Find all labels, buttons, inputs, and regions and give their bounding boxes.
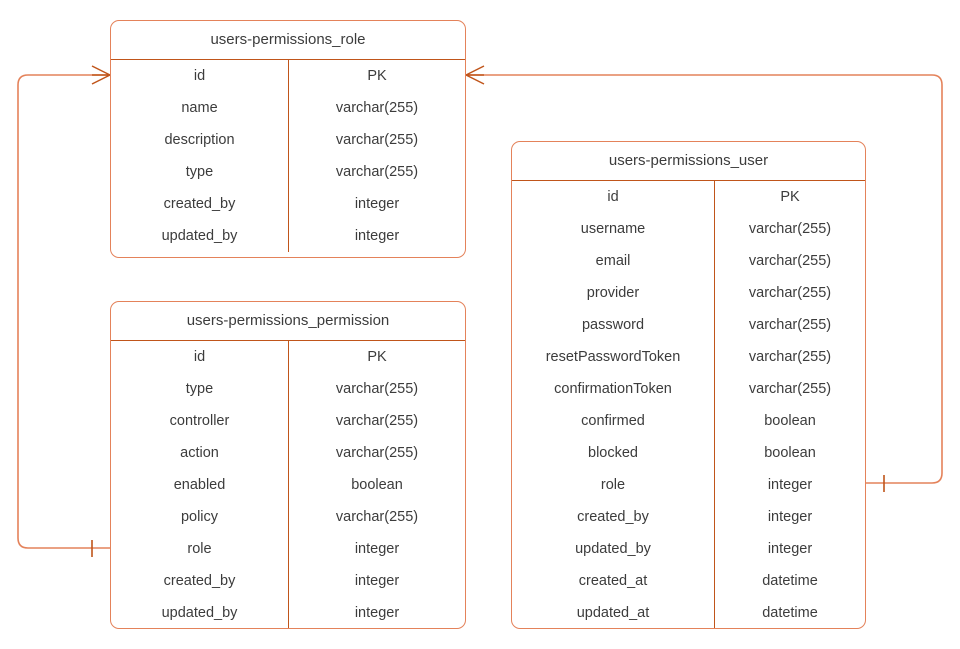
entity-row[interactable]: updated_by integer bbox=[111, 220, 465, 252]
entity-title-user: users-permissions_user bbox=[512, 142, 865, 181]
field-type: PK bbox=[367, 349, 387, 365]
entity-row[interactable]: id PK bbox=[111, 341, 465, 373]
field-name: updated_by bbox=[111, 597, 289, 628]
field-type: varchar(255) bbox=[748, 317, 832, 333]
entity-row[interactable]: role integer bbox=[111, 533, 465, 565]
entity-row[interactable]: created_at datetime bbox=[512, 565, 865, 597]
field-name: id bbox=[111, 341, 289, 373]
field-type: varchar(255) bbox=[335, 381, 419, 397]
field-name: name bbox=[111, 92, 289, 124]
entity-row[interactable]: password varchar(255) bbox=[512, 309, 865, 341]
field-name: updated_at bbox=[512, 597, 715, 628]
field-name: id bbox=[512, 181, 715, 213]
field-type: integer bbox=[354, 605, 400, 621]
field-type: varchar(255) bbox=[748, 285, 832, 301]
field-type: integer bbox=[354, 573, 400, 589]
field-type: integer bbox=[767, 541, 813, 557]
field-name: policy bbox=[111, 501, 289, 533]
field-name: created_by bbox=[111, 188, 289, 220]
field-type: integer bbox=[354, 541, 400, 557]
field-name: created_at bbox=[512, 565, 715, 597]
entity-row[interactable]: updated_by integer bbox=[512, 533, 865, 565]
field-name: password bbox=[512, 309, 715, 341]
field-name: controller bbox=[111, 405, 289, 437]
field-type: integer bbox=[767, 477, 813, 493]
field-type: integer bbox=[354, 228, 400, 244]
field-name: email bbox=[512, 245, 715, 277]
field-name: blocked bbox=[512, 437, 715, 469]
field-name: action bbox=[111, 437, 289, 469]
field-type: datetime bbox=[762, 605, 818, 621]
field-name: enabled bbox=[111, 469, 289, 501]
field-name: description bbox=[111, 124, 289, 156]
field-name: username bbox=[512, 213, 715, 245]
field-name: resetPasswordToken bbox=[512, 341, 715, 373]
entity-rows-user: id PK username varchar(255) email varchar(255… bbox=[512, 181, 865, 628]
field-type: varchar(255) bbox=[748, 253, 832, 269]
entity-row[interactable]: controller varchar(255) bbox=[111, 405, 465, 437]
field-type: varchar(255) bbox=[335, 164, 419, 180]
entity-row[interactable]: action varchar(255) bbox=[111, 437, 465, 469]
entity-row[interactable]: blocked boolean bbox=[512, 437, 865, 469]
entity-row[interactable]: provider varchar(255) bbox=[512, 277, 865, 309]
entity-row[interactable]: created_by integer bbox=[111, 188, 465, 220]
entity-row[interactable]: policy varchar(255) bbox=[111, 501, 465, 533]
field-type: boolean bbox=[764, 413, 816, 429]
field-name: confirmed bbox=[512, 405, 715, 437]
field-type: varchar(255) bbox=[335, 445, 419, 461]
field-type: PK bbox=[367, 68, 387, 84]
entity-row[interactable]: username varchar(255) bbox=[512, 213, 865, 245]
field-type: PK bbox=[780, 189, 800, 205]
field-name: updated_by bbox=[111, 220, 289, 252]
entity-title-permission: users-permissions_permission bbox=[111, 302, 465, 341]
entity-row[interactable]: description varchar(255) bbox=[111, 124, 465, 156]
entity-row[interactable]: id PK bbox=[512, 181, 865, 213]
field-type: varchar(255) bbox=[335, 413, 419, 429]
field-type: varchar(255) bbox=[335, 132, 419, 148]
field-type: varchar(255) bbox=[335, 100, 419, 116]
field-type: varchar(255) bbox=[335, 509, 419, 525]
entity-row[interactable]: email varchar(255) bbox=[512, 245, 865, 277]
entity-row[interactable]: confirmationToken varchar(255) bbox=[512, 373, 865, 405]
field-type: datetime bbox=[762, 573, 818, 589]
field-type: boolean bbox=[764, 445, 816, 461]
field-type: integer bbox=[354, 196, 400, 212]
field-name: confirmationToken bbox=[512, 373, 715, 405]
entity-row[interactable]: role integer bbox=[512, 469, 865, 501]
entity-title-role: users-permissions_role bbox=[111, 21, 465, 60]
field-type: varchar(255) bbox=[748, 349, 832, 365]
field-type: integer bbox=[767, 509, 813, 525]
field-name: role bbox=[111, 533, 289, 565]
field-name: role bbox=[512, 469, 715, 501]
field-name: type bbox=[111, 156, 289, 188]
field-name: updated_by bbox=[512, 533, 715, 565]
entity-row[interactable]: type varchar(255) bbox=[111, 156, 465, 188]
field-name: type bbox=[111, 373, 289, 405]
entity-row[interactable]: created_by integer bbox=[111, 565, 465, 597]
field-type: varchar(255) bbox=[748, 381, 832, 397]
field-name: id bbox=[111, 60, 289, 92]
entity-row[interactable]: confirmed boolean bbox=[512, 405, 865, 437]
connector-role-to-permission bbox=[17, 65, 111, 557]
field-type: boolean bbox=[351, 477, 403, 493]
field-name: created_by bbox=[512, 501, 715, 533]
field-name: provider bbox=[512, 277, 715, 309]
entity-row[interactable]: updated_by integer bbox=[111, 597, 465, 628]
entity-row[interactable]: resetPasswordToken varchar(255) bbox=[512, 341, 865, 373]
entity-row[interactable]: name varchar(255) bbox=[111, 92, 465, 124]
entity-row[interactable]: updated_at datetime bbox=[512, 597, 865, 628]
entity-rows-role: id PK name varchar(255) description varchar(2… bbox=[111, 60, 465, 252]
entity-row[interactable]: created_by integer bbox=[512, 501, 865, 533]
entity-row[interactable]: id PK bbox=[111, 60, 465, 92]
field-type: varchar(255) bbox=[748, 221, 832, 237]
entity-rows-permission: id PK type varchar(255) controller varchar(25… bbox=[111, 341, 465, 628]
field-name: created_by bbox=[111, 565, 289, 597]
entity-row[interactable]: type varchar(255) bbox=[111, 373, 465, 405]
entity-row[interactable]: enabled boolean bbox=[111, 469, 465, 501]
